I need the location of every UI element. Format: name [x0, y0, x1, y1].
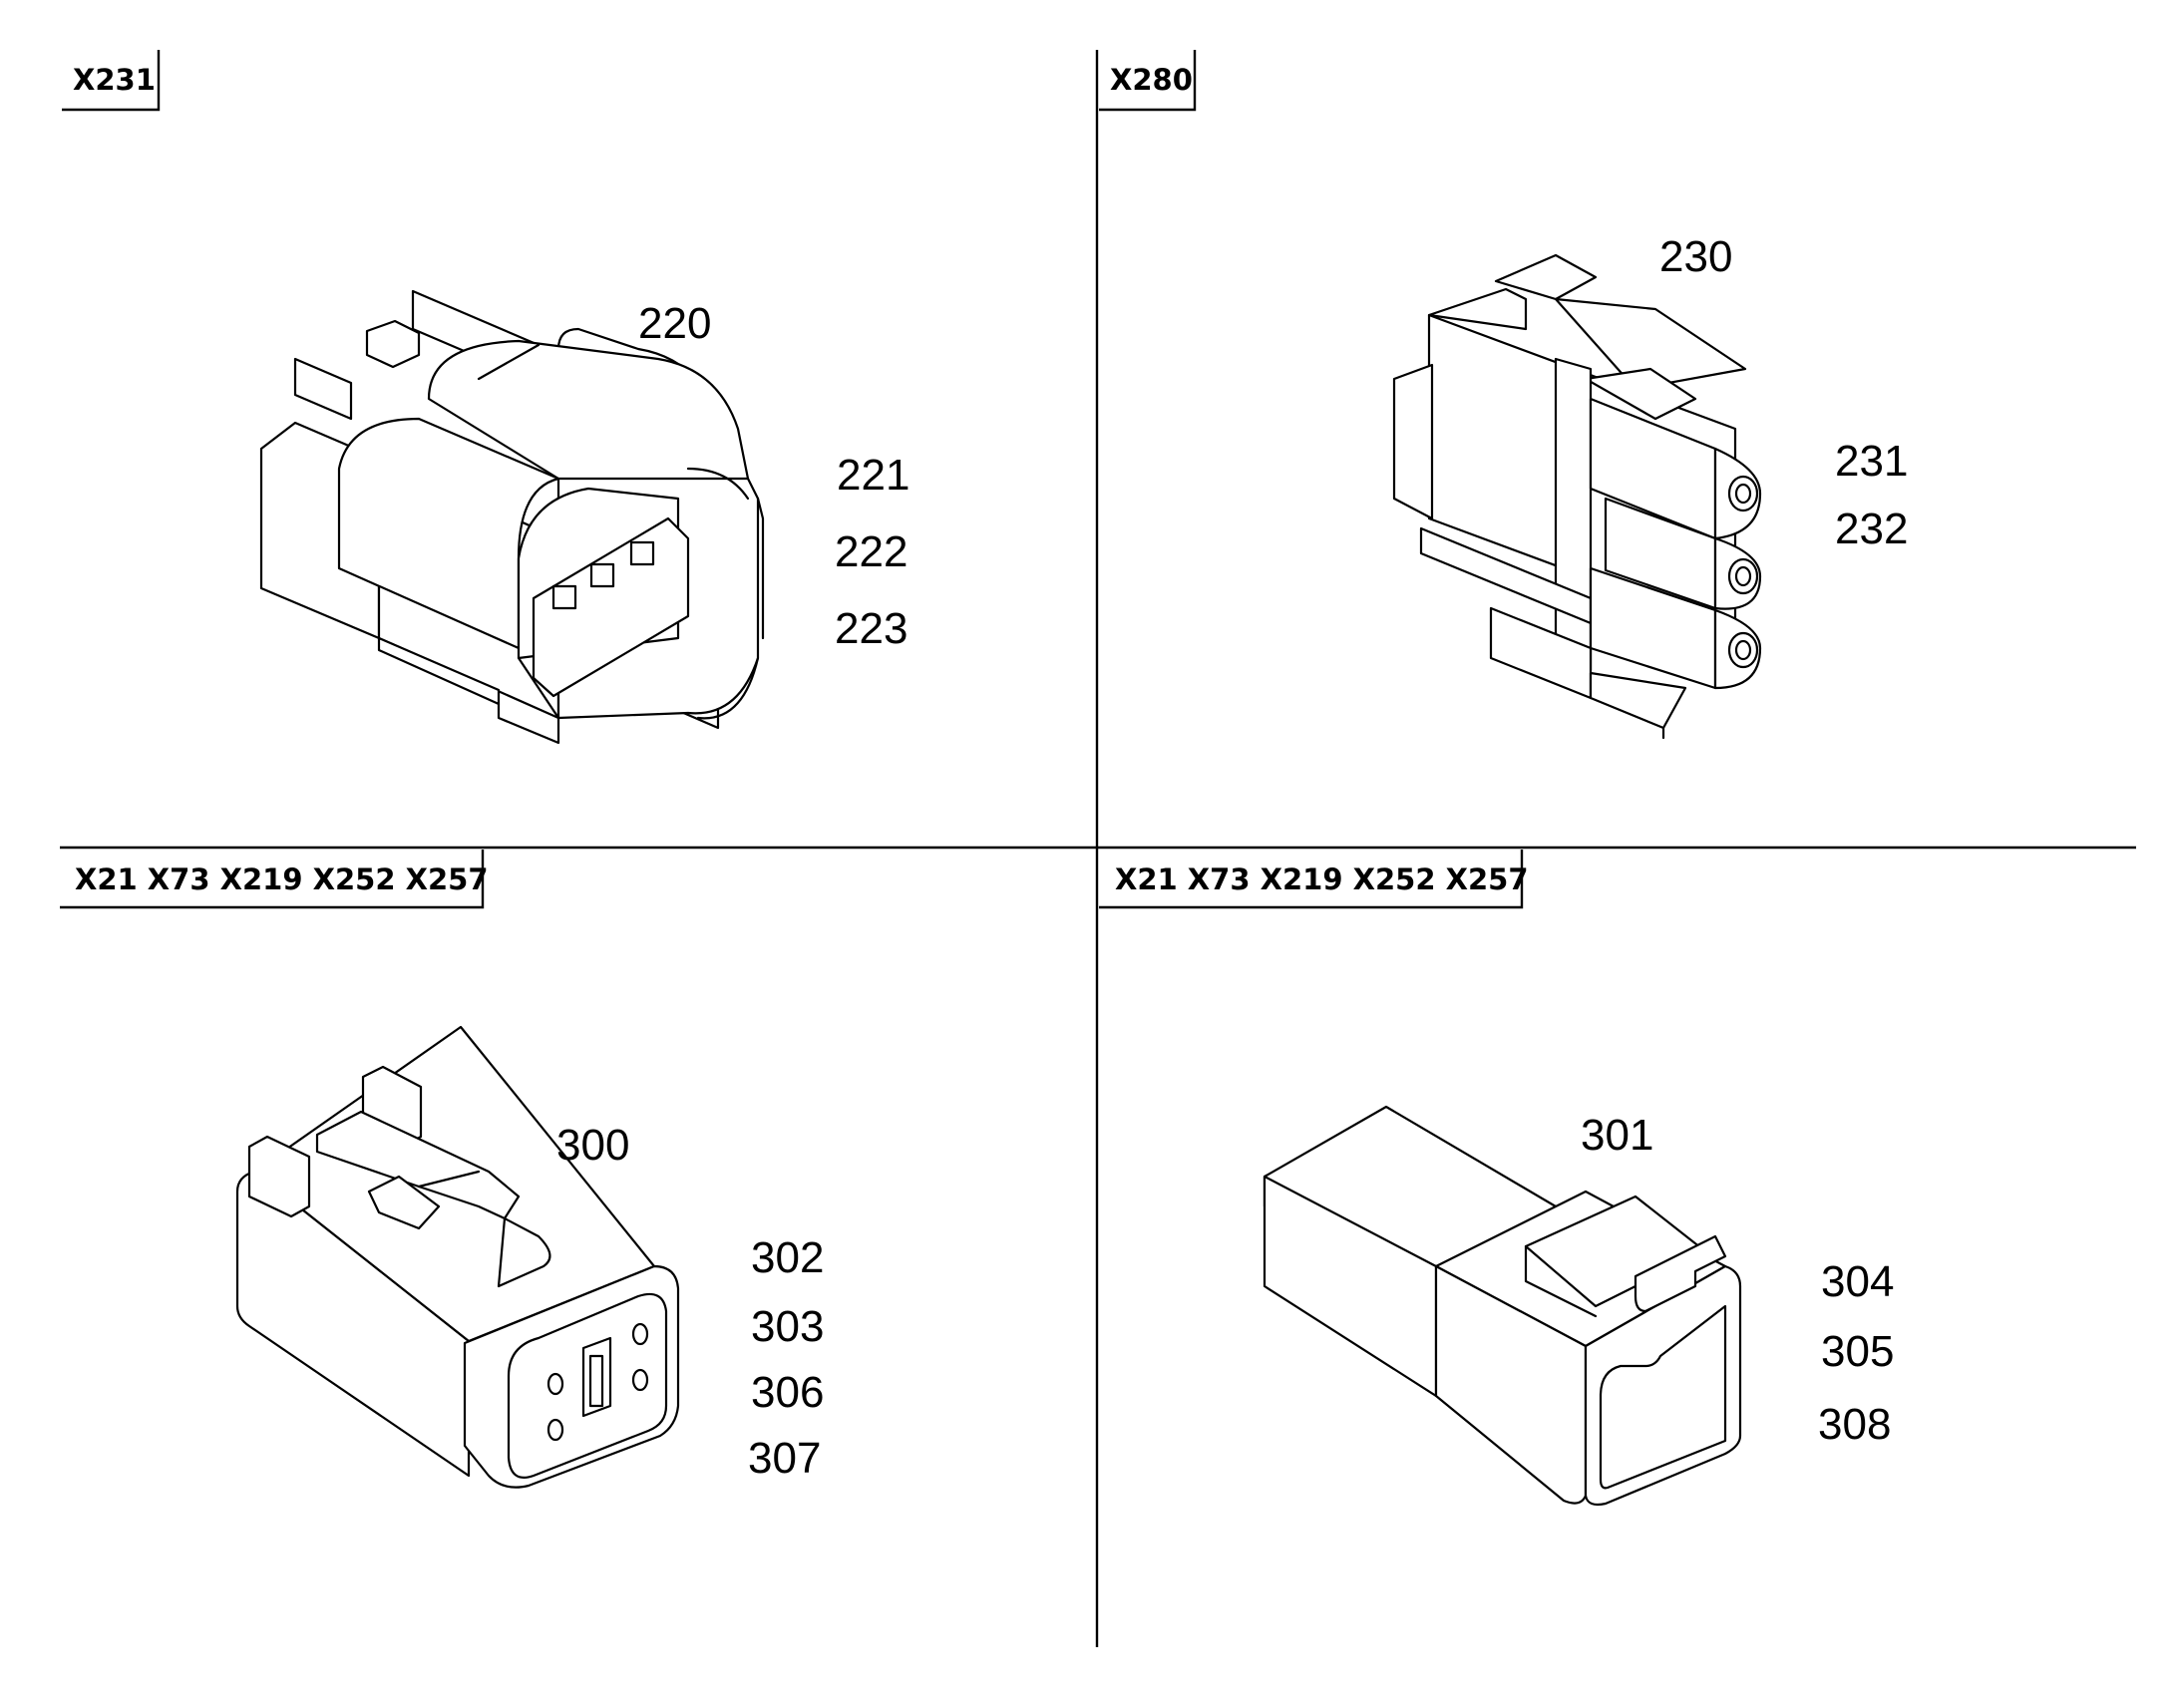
tag-box-x280: [1099, 50, 1197, 112]
callout-305: 305: [1821, 1327, 1895, 1376]
connector-tag: X21 X73 X219 X252 X257: [75, 862, 489, 896]
callout-220: 220: [638, 299, 712, 348]
tag-box-bottom-right: [1099, 850, 1524, 909]
connector-300-drawing: [235, 1025, 680, 1489]
connector-230-drawing: [1392, 253, 1762, 740]
tag-box-bottom-left: [60, 850, 485, 909]
callout-231: 231: [1835, 437, 1909, 486]
connector-tag: X280: [1110, 63, 1193, 97]
callout-308: 308: [1818, 1400, 1892, 1449]
callout-307: 307: [748, 1434, 822, 1483]
connector-220-drawing: [259, 289, 765, 745]
callout-303: 303: [751, 1302, 825, 1351]
tag-box-x231: [62, 50, 161, 112]
callout-230: 230: [1659, 232, 1733, 281]
callout-223: 223: [835, 604, 908, 653]
callout-301: 301: [1581, 1111, 1654, 1160]
callout-222: 222: [835, 527, 908, 576]
callout-306: 306: [751, 1368, 825, 1417]
connector-tag: X231: [73, 63, 156, 97]
connector-tag: X21 X73 X219 X252 X257: [1115, 862, 1529, 896]
connector-301-drawing: [1263, 1105, 1742, 1507]
callout-300: 300: [556, 1121, 630, 1170]
callout-232: 232: [1835, 505, 1909, 553]
callout-302: 302: [751, 1233, 825, 1282]
callout-221: 221: [837, 451, 910, 500]
callout-304: 304: [1821, 1257, 1895, 1306]
